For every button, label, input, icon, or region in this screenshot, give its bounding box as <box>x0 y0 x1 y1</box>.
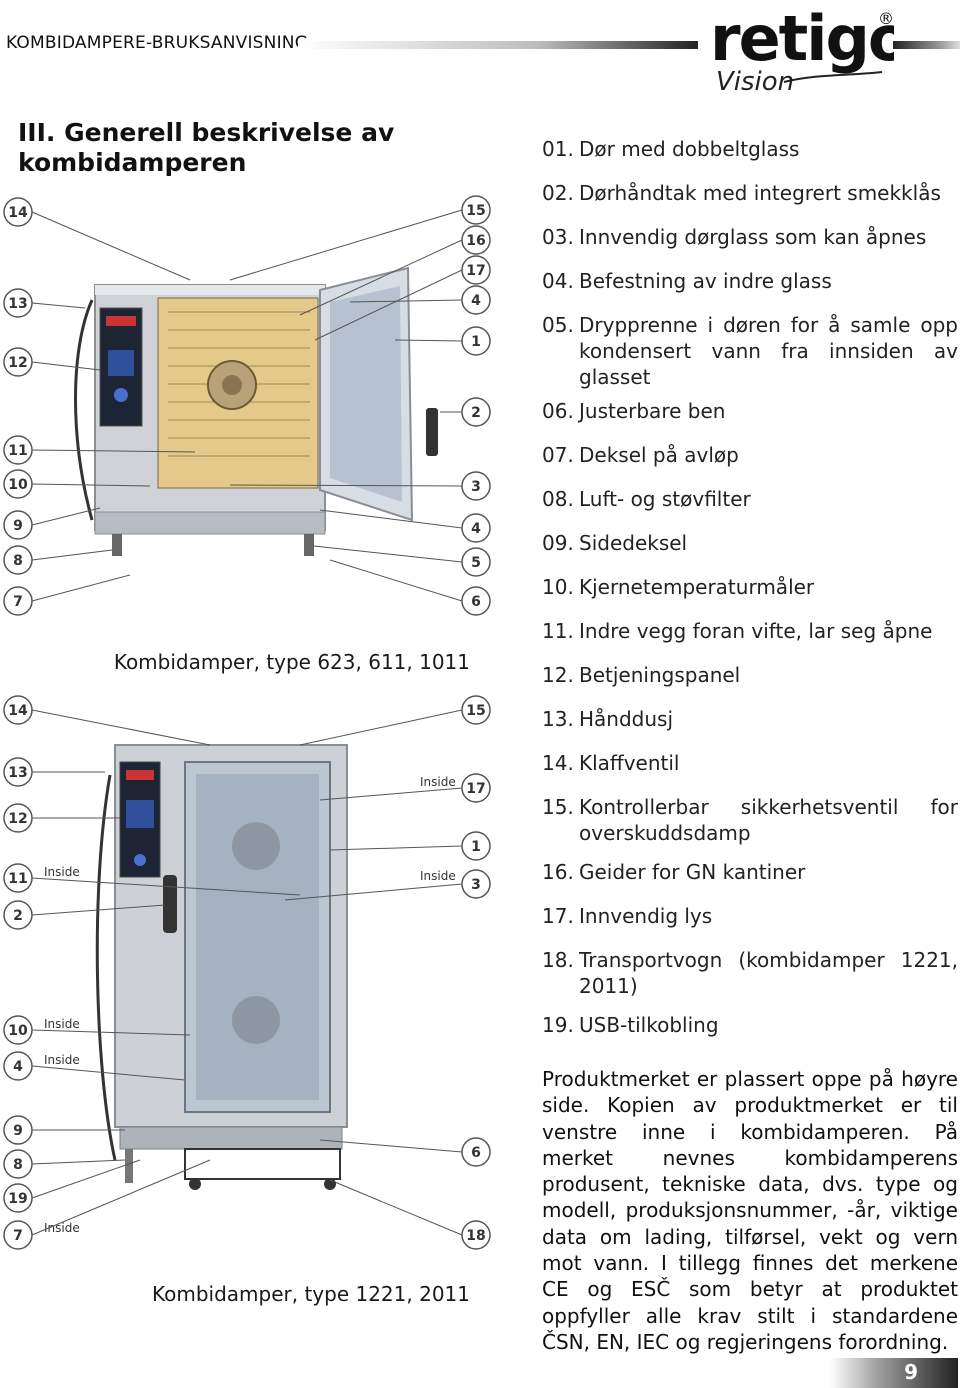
marker-15: 15 <box>466 703 485 719</box>
logo-registered: ® <box>878 9 894 28</box>
inside-label: Inside <box>44 1221 80 1235</box>
list-item: 14.Klaffventil <box>542 751 680 775</box>
marker-7: 7 <box>13 1228 23 1244</box>
marker-9: 9 <box>13 518 23 534</box>
marker-1: 1 <box>471 839 481 855</box>
list-item: 18.Transportvogn (kombidamper 1221, 2011… <box>542 948 958 998</box>
product-label-paragraph: Produktmerket er plassert oppe på høyre … <box>542 1067 958 1354</box>
marker-11: 11 <box>8 443 27 459</box>
marker-12: 12 <box>8 355 27 371</box>
list-item: 07.Deksel på avløp <box>542 443 739 467</box>
inside-label: Inside <box>44 1053 80 1067</box>
marker-14: 14 <box>8 703 28 719</box>
marker-17: 17 <box>466 263 485 279</box>
marker-9: 9 <box>13 1123 23 1139</box>
list-item: 01.Dør med dobbeltglass <box>542 137 800 161</box>
marker-4a: 4 <box>471 293 481 309</box>
list-item: 15.Kontrollerbar sikkerhetsventil for ov… <box>542 795 958 845</box>
marker-2: 2 <box>13 908 23 924</box>
figure-caption-small: Kombidamper, type 623, 611, 1011 <box>113 650 470 674</box>
marker-16: 16 <box>466 233 485 249</box>
marker-3: 3 <box>471 877 481 893</box>
marker-14: 14 <box>8 205 28 221</box>
list-item: 05.Drypprenne i døren for å samle opp ko… <box>542 313 958 389</box>
marker-13: 13 <box>8 296 27 312</box>
marker-4b: 4 <box>471 521 481 537</box>
list-item: 11.Indre vegg foran vifte, lar seg åpne <box>542 619 933 643</box>
marker-4: 4 <box>13 1059 23 1075</box>
marker-3: 3 <box>471 479 481 495</box>
list-item: 16.Geider for GN kantiner <box>542 860 806 884</box>
marker-2: 2 <box>471 405 481 421</box>
marker-19: 19 <box>8 1191 27 1207</box>
parts-list: 01.Dør med dobbeltglass 02.Dørhåndtak me… <box>542 136 958 1056</box>
marker-12: 12 <box>8 811 27 827</box>
marker-17: 17 <box>466 781 485 797</box>
header-rule <box>298 41 698 49</box>
list-item: 13.Hånddusj <box>542 707 674 731</box>
list-item: 02.Dørhåndtak med integrert smekklås <box>542 181 941 205</box>
marker-13: 13 <box>8 765 27 781</box>
marker-10: 10 <box>8 1023 28 1039</box>
list-item: 19.USB-tilkobling <box>542 1013 719 1037</box>
list-item: 10.Kjernetemperaturmåler <box>542 575 815 599</box>
list-item: 17.Innvendig lys <box>542 904 713 928</box>
retigo-logo: retigo ® Vision <box>710 2 894 97</box>
header-rule-right <box>893 41 960 49</box>
list-item: 12.Betjeningspanel <box>542 663 741 687</box>
figure-caption-tall: Kombidamper, type 1221, 2011 <box>151 1282 470 1306</box>
page-number: 9 <box>904 1360 918 1384</box>
marker-6: 6 <box>471 594 481 610</box>
marker-8: 8 <box>13 1157 23 1173</box>
inside-label: Inside <box>44 1017 80 1031</box>
list-item: 08.Luft- og støvfilter <box>542 487 751 511</box>
marker-15: 15 <box>466 203 485 219</box>
marker-1: 1 <box>471 334 481 350</box>
section-title: III. Generell beskrivelse av kombidamper… <box>18 118 395 177</box>
marker-5: 5 <box>471 555 481 571</box>
marker-18: 18 <box>466 1228 485 1244</box>
list-item: 06.Justerbare ben <box>542 399 726 423</box>
inside-label: Inside <box>44 865 80 879</box>
marker-7: 7 <box>13 594 23 610</box>
inside-label: Inside <box>420 775 456 789</box>
oven-diagram-small: 14 13 12 11 10 9 8 7 15 16 17 4 1 2 3 4 … <box>3 195 491 616</box>
inside-label: Inside <box>420 869 456 883</box>
logo-wordmark: retigo <box>710 2 894 75</box>
marker-11: 11 <box>8 871 27 887</box>
marker-8: 8 <box>13 553 23 569</box>
list-item: 03.Innvendig dørglass som kan åpnes <box>542 225 927 249</box>
marker-10: 10 <box>8 477 28 493</box>
page-badge: 9 <box>830 1358 958 1388</box>
logo-subline: Vision <box>716 67 794 97</box>
list-item: 09.Sidedeksel <box>542 531 688 555</box>
header-label: KOMBIDAMPERE-BRUKSANVISNING <box>6 33 309 53</box>
oven-diagram-tall: 14 13 12 11 2 10 4 9 8 19 7 15 17 1 3 6 … <box>3 695 491 1250</box>
marker-6: 6 <box>471 1145 481 1161</box>
list-item: 04.Befestning av indre glass <box>542 269 832 293</box>
